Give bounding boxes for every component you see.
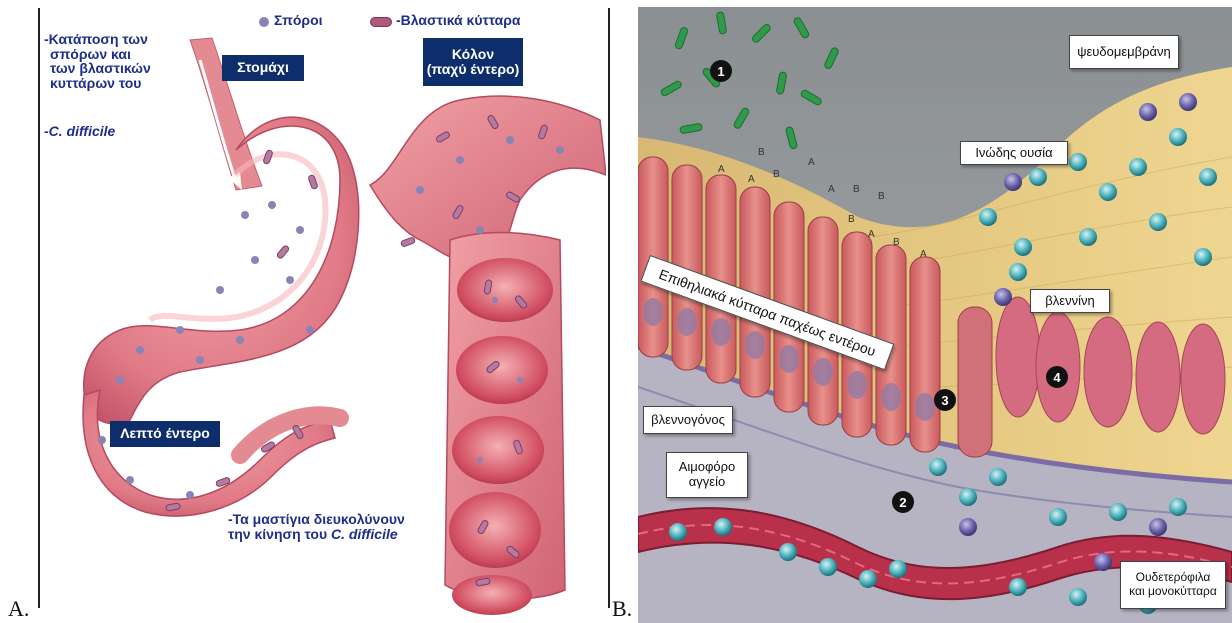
svg-text:B: B xyxy=(853,184,860,195)
step-2-badge: 2 xyxy=(892,491,914,513)
step-4-badge: 4 xyxy=(1046,366,1068,388)
svg-text:B: B xyxy=(878,191,885,202)
svg-text:B: B xyxy=(758,147,765,158)
stomach-label: Στομάχι xyxy=(222,55,304,81)
fibrinous-label: Ινώδης ουσία xyxy=(960,141,1068,165)
ingestion-text: -Κατάποση των σπόρων και των βλαστικών κ… xyxy=(44,32,151,91)
colon-label: Κόλον (παχύ έντερο) xyxy=(423,38,523,86)
mucosa-label: βλεννογόνος xyxy=(643,406,733,434)
panel-b-letter: B. xyxy=(612,596,632,622)
step-3-badge: 3 xyxy=(934,389,956,411)
neutrophils-label: Ουδετερόφιλα και μονοκύτταρα xyxy=(1120,561,1226,609)
panel-a-letter: A. xyxy=(8,596,29,622)
vegetative-legend-label: -Βλαστικά κύτταρα xyxy=(396,13,521,28)
svg-text:A: A xyxy=(920,249,927,260)
svg-text:A: A xyxy=(808,157,815,168)
colon-tissue-illustration: AAB BAA BBB ABA xyxy=(638,7,1232,623)
svg-text:A: A xyxy=(718,164,725,175)
mucin-label: βλεννίνη xyxy=(1030,289,1110,313)
vegetative-legend-swatch xyxy=(370,17,392,27)
svg-text:B: B xyxy=(848,214,855,225)
species-label: -C. difficile xyxy=(44,124,115,139)
svg-text:A: A xyxy=(748,174,755,185)
pseudomembrane-label: ψευδομεμβράνη xyxy=(1069,35,1179,69)
small-intestine-label: Λεπτό έντερο xyxy=(110,421,220,447)
step-1-badge: 1 xyxy=(710,60,732,82)
svg-text:B: B xyxy=(773,169,780,180)
flagella-text: -Τα μαστίγια διευκολύνουν την κίνηση του… xyxy=(228,512,405,541)
svg-text:A: A xyxy=(868,229,875,240)
blood-vessel-label: Αιμοφόρο αγγείο xyxy=(666,452,748,498)
panel-a-digestive-diagram: Σπόροι -Βλαστικά κύτταρα -Κατάποση των σ… xyxy=(40,0,606,623)
spore-legend-label: Σπόροι xyxy=(274,13,323,28)
svg-text:B: B xyxy=(893,237,900,248)
spore-legend-swatch xyxy=(259,17,269,27)
svg-text:A: A xyxy=(828,184,835,195)
center-divider-line xyxy=(608,8,610,608)
